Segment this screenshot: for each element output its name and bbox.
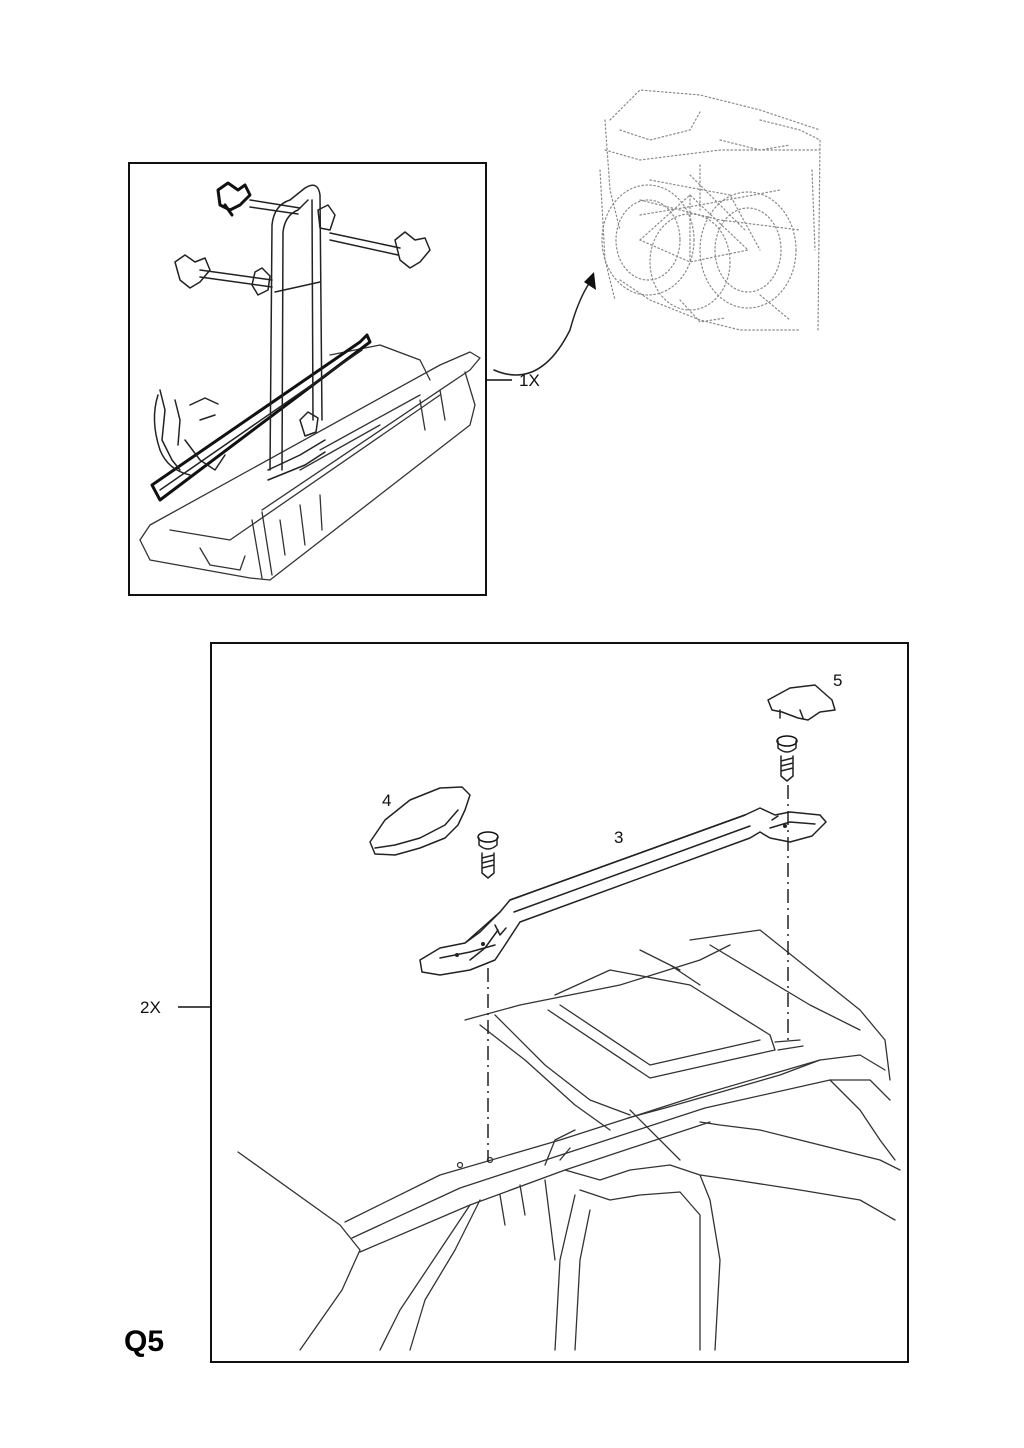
vehicle-roof-drawing: [237, 929, 901, 1351]
roof-rail-panel: 3 4 5 2X: [140, 642, 909, 1363]
callout-rear-cover: 5: [833, 671, 842, 690]
arrow-head: [584, 272, 596, 290]
callout-front-cover: 4: [382, 791, 391, 810]
figure-code: Q5: [124, 1325, 164, 1358]
quantity-label: 1X: [519, 371, 540, 390]
mounted-carrier-illustration: [599, 89, 821, 331]
quantity-label: 2X: [140, 998, 161, 1017]
rear-screw: [776, 735, 798, 782]
rear-end-cover: [767, 684, 836, 721]
bike-carrier-panel: 1X: [128, 89, 821, 596]
reference-arrow: [493, 281, 591, 376]
roof-rail: [419, 807, 827, 976]
bike-carrier-drawing: [139, 181, 481, 581]
callout-rail: 3: [614, 828, 623, 847]
front-end-cover: [369, 786, 471, 856]
front-screw: [477, 831, 499, 879]
